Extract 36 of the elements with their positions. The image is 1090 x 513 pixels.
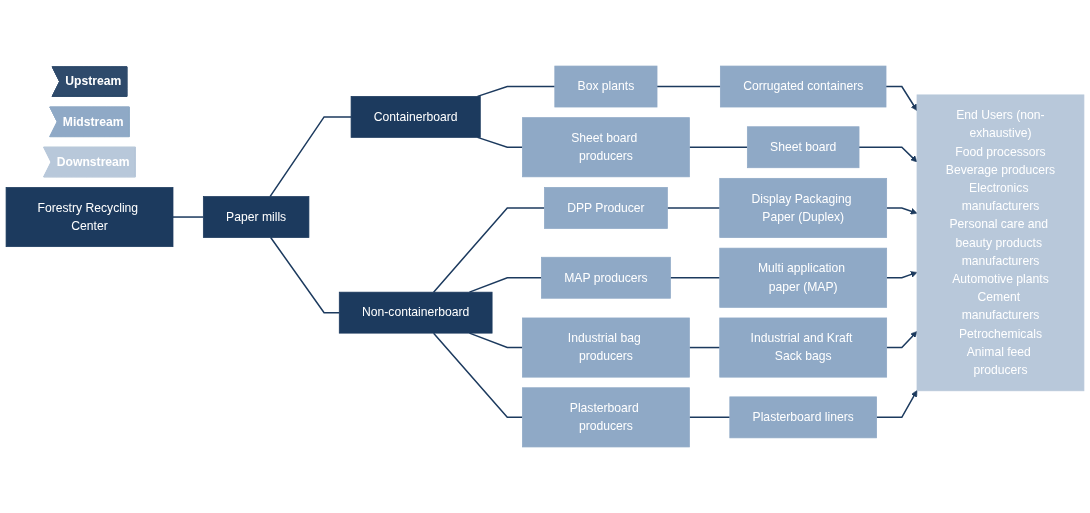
connector (666, 207, 721, 209)
connector (476, 85, 556, 98)
node-box (202, 196, 310, 238)
connector (172, 216, 205, 218)
node-box (5, 187, 174, 247)
connector (269, 116, 352, 198)
node-box (554, 65, 658, 108)
node-box (719, 247, 888, 308)
connector (468, 277, 543, 293)
arrow (885, 85, 918, 111)
node-box (916, 94, 1085, 392)
arrow (858, 146, 918, 163)
node-box (541, 256, 671, 299)
arrow (885, 331, 918, 349)
connector (432, 332, 524, 419)
node-box (719, 317, 888, 378)
node-box (350, 96, 481, 138)
node-box (522, 317, 690, 378)
arrow (885, 207, 918, 215)
node-box (729, 396, 877, 439)
connector (688, 146, 749, 148)
arrow (885, 271, 918, 279)
connector (269, 236, 341, 314)
node-box (338, 291, 493, 334)
connector (688, 416, 731, 419)
connector (432, 207, 546, 293)
connector (656, 85, 722, 88)
connector (688, 346, 721, 349)
node-box (720, 65, 887, 108)
node-box (746, 126, 860, 169)
node-box (544, 187, 668, 229)
connector (669, 277, 721, 279)
arrow (875, 390, 918, 419)
node-box (522, 387, 690, 448)
node-box (522, 117, 690, 178)
node-box (719, 177, 888, 238)
